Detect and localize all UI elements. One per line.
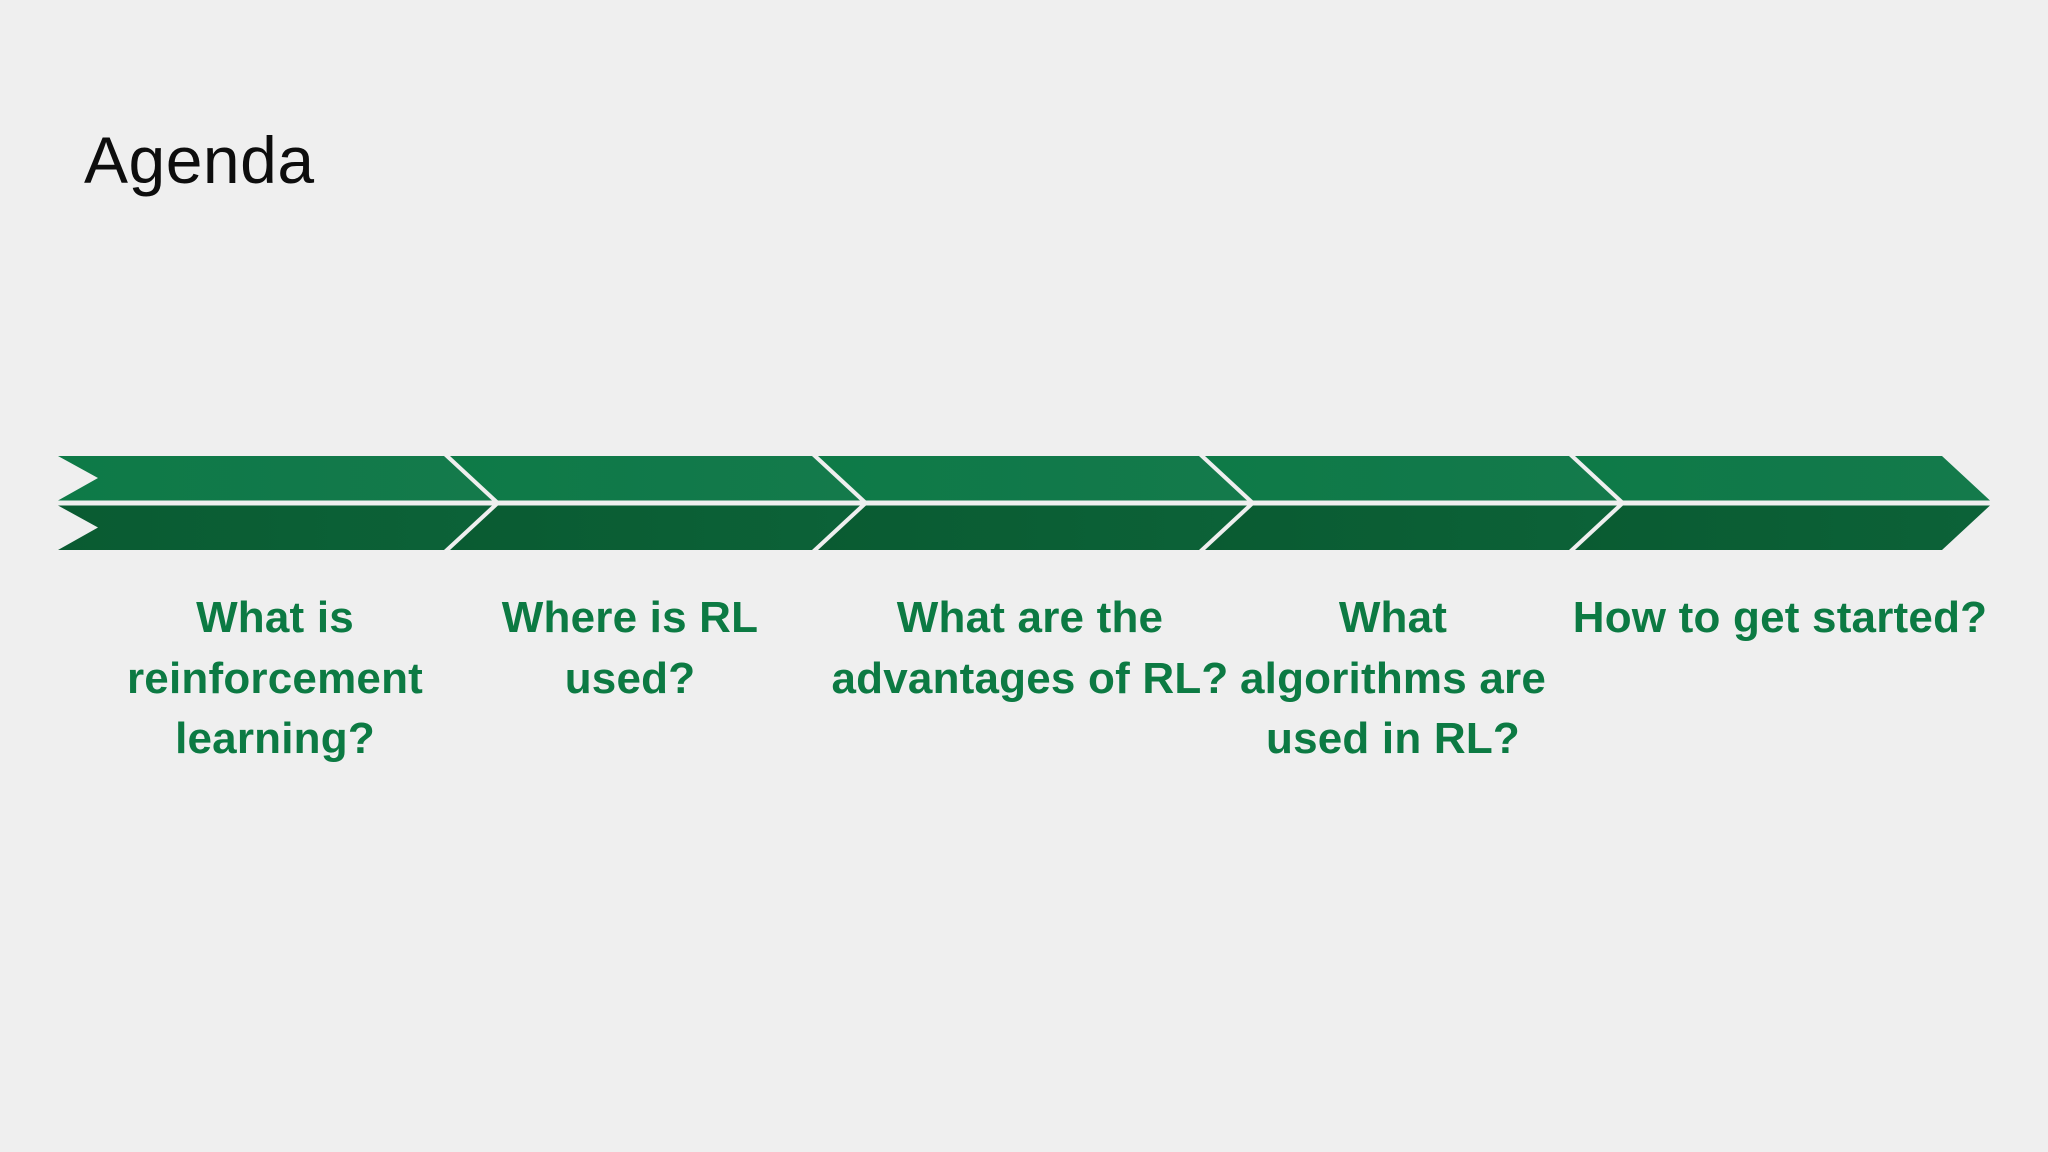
chevron-segment-1[interactable] [58, 456, 492, 550]
step-label-3: What are the advantages of RL? [831, 593, 1229, 703]
chevron-segment-4[interactable] [1205, 456, 1617, 550]
chevron-segment-5[interactable] [1575, 456, 1990, 550]
step-label-1: What is reinforcement learning? [126, 593, 423, 764]
chevron-segment-2[interactable] [450, 456, 860, 550]
process-chevron-band [0, 452, 2048, 556]
step-label-5: How to get started? [1572, 593, 1988, 642]
page-title: Agenda [84, 123, 315, 197]
chevron-segment-3[interactable] [818, 456, 1247, 550]
step-labels-row: What is reinforcement learning? Where is… [0, 588, 2048, 908]
step-label-4: What algorithms are used in RL? [1239, 593, 1546, 764]
step-label-2: Where is RL used? [501, 593, 759, 703]
